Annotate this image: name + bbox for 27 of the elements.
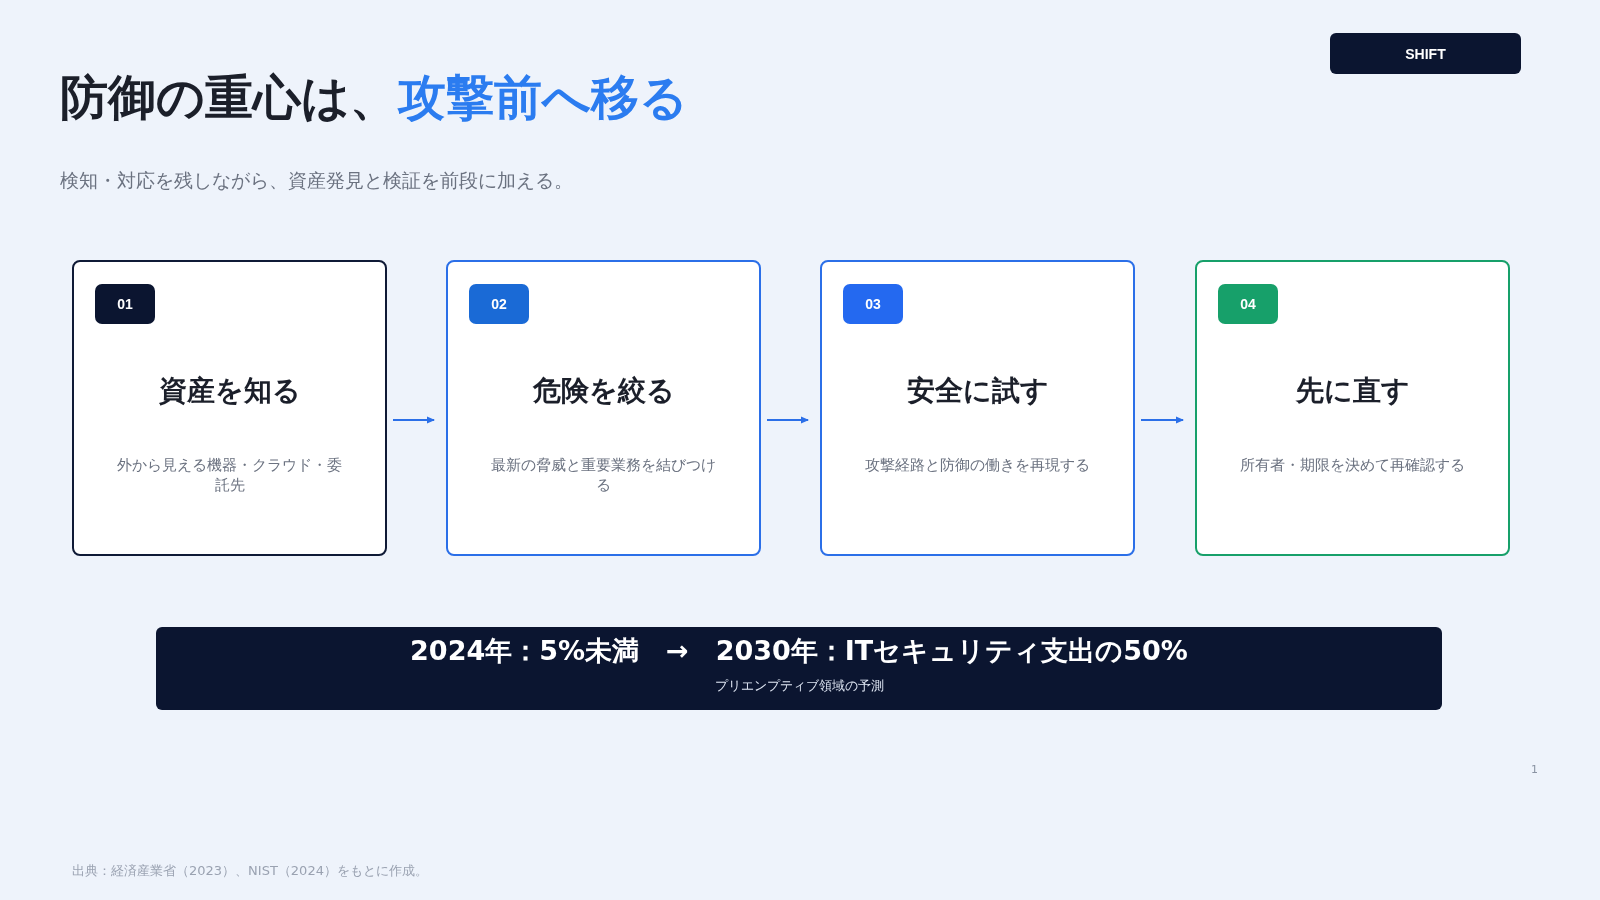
step-number: 02 <box>469 284 529 324</box>
step-number: 04 <box>1218 284 1278 324</box>
step-heading: 安全に試す <box>905 373 1050 409</box>
forecast-note: プリエンプティブ領域の予測 <box>713 677 885 695</box>
step-heading: 危険を絞る <box>531 373 676 409</box>
step-card <box>72 260 387 556</box>
source-note: 出典：経済産業省（2023）、NIST（2024）をもとに作成。 <box>72 862 428 880</box>
arrow <box>766 416 809 424</box>
subtitle: 検知・対応を残しながら、資産発見と検証を前段に加える。 <box>60 168 573 193</box>
title: 防御の重心は、攻撃前へ移る <box>60 68 688 127</box>
step-description: 所有者・期限を決めて再確認する <box>1239 455 1466 475</box>
step-number: 03 <box>843 284 903 324</box>
step-description: 最新の脅威と重要業務を結びつける <box>490 455 717 495</box>
forecast-headline: 2024年：5%未満 → 2030年：ITセキュリティ支出の50% <box>409 634 1189 668</box>
step-description: 外から見える機器・クラウド・委託先 <box>116 455 343 495</box>
shift-tag: SHIFT <box>1330 33 1521 74</box>
arrow <box>392 416 435 424</box>
step-card <box>1195 260 1510 556</box>
step-heading: 先に直す <box>1294 373 1411 409</box>
forecast-banner <box>156 627 1442 710</box>
step-number: 01 <box>95 284 155 324</box>
page-number: 1 <box>1531 763 1538 776</box>
step-heading: 資産を知る <box>157 373 302 409</box>
step-card <box>446 260 761 556</box>
step-card <box>820 260 1135 556</box>
step-description: 攻撃経路と防御の働きを再現する <box>864 455 1091 475</box>
arrow <box>1140 416 1184 424</box>
